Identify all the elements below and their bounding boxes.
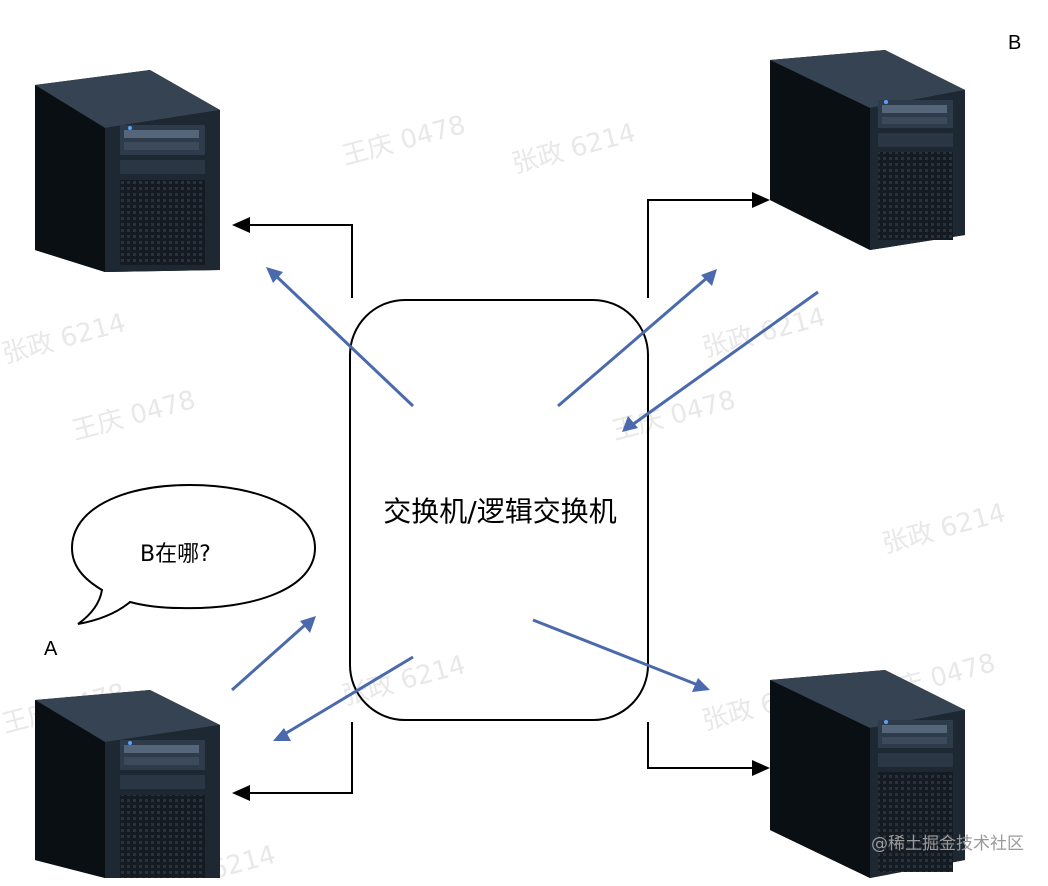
server-top-left (35, 70, 220, 272)
blue-arrows (231, 273, 819, 737)
blue-arrowheads (266, 267, 717, 741)
bubble-text: B在哪? (140, 542, 211, 567)
source-watermark: @稀土掘金技术社区 (871, 834, 1024, 854)
black-connectors (245, 199, 755, 794)
switch-box (349, 299, 649, 721)
server-bottom-right (770, 670, 965, 878)
server-top-right (770, 50, 965, 250)
server-bottom-left (35, 690, 220, 878)
speech-bubble (70, 483, 317, 625)
black-arrowheads (232, 192, 770, 801)
switch-label: 交换机/逻辑交换机 (383, 495, 617, 528)
label-b: B (1008, 32, 1022, 54)
label-a: A (44, 638, 58, 660)
